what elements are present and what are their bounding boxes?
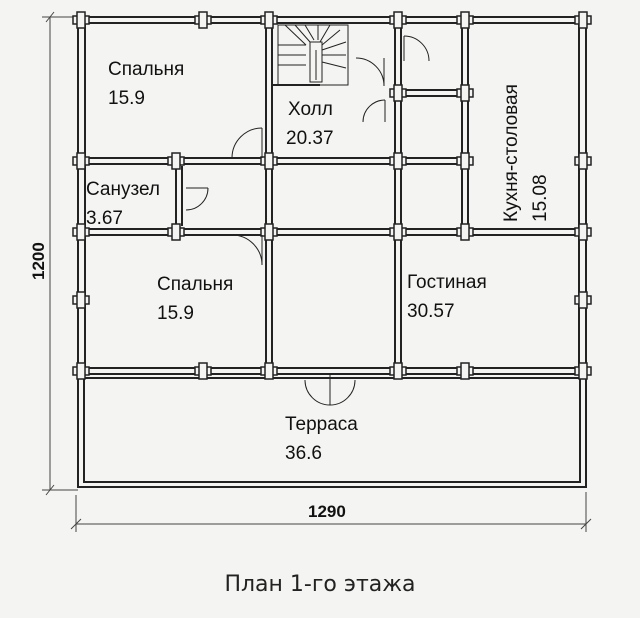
room-area-terrace: 36.6 xyxy=(285,443,322,464)
room-area-bathroom: 3.67 xyxy=(86,208,123,229)
wall-joint xyxy=(76,11,86,29)
wall-joint xyxy=(460,84,470,102)
wall-joint xyxy=(171,223,181,241)
wall-joint xyxy=(198,11,208,29)
wall-joint xyxy=(460,223,470,241)
wall-joint xyxy=(578,291,588,309)
walls xyxy=(77,16,587,488)
dimension-width-label: 1290 xyxy=(308,502,346,521)
room-name-bedroom-2: Спальня xyxy=(157,274,233,295)
room-area-hall: 20.37 xyxy=(286,128,334,149)
room-area-bedroom-1: 15.9 xyxy=(108,88,145,109)
wall-joint xyxy=(578,223,588,241)
room-labels: Спальня 15.9 Холл 20.37 Кухня-столовая 1… xyxy=(86,59,551,464)
wall-joint xyxy=(76,223,86,241)
room-name-bedroom-1: Спальня xyxy=(108,59,184,80)
room-area-bedroom-2: 15.9 xyxy=(157,303,194,324)
wall-joint xyxy=(76,291,86,309)
room-area-kitchen: 15.08 xyxy=(530,174,551,222)
wall-joint xyxy=(393,152,403,170)
wall-joint xyxy=(393,11,403,29)
room-name-terrace: Терраса xyxy=(285,414,358,435)
wall-joint xyxy=(264,362,274,380)
wall-joint xyxy=(393,362,403,380)
wall-joints xyxy=(72,11,592,380)
room-name-kitchen: Кухня-столовая xyxy=(501,84,522,222)
wall-joint xyxy=(264,152,274,170)
wall-joint xyxy=(460,11,470,29)
wall-joint xyxy=(393,84,403,102)
wall-joint xyxy=(460,362,470,380)
wall-joint xyxy=(393,223,403,241)
room-name-bathroom: Санузел xyxy=(86,179,160,200)
wall-joint xyxy=(171,152,181,170)
wall-joint xyxy=(264,223,274,241)
wall-joint xyxy=(76,152,86,170)
dimension-lines xyxy=(42,11,592,532)
wall-joint xyxy=(460,152,470,170)
wall-joint xyxy=(578,362,588,380)
wall-joint xyxy=(578,11,588,29)
door-swings xyxy=(185,35,430,406)
staircase xyxy=(277,24,349,86)
wall-joint xyxy=(76,362,86,380)
room-area-living: 30.57 xyxy=(407,301,455,322)
plan-caption: План 1-го этажа xyxy=(224,572,416,597)
wall-joint xyxy=(198,362,208,380)
room-name-hall: Холл xyxy=(288,99,333,120)
dimension-height-label: 1200 xyxy=(29,242,48,280)
room-name-living: Гостиная xyxy=(407,272,487,293)
wall-joint xyxy=(264,11,274,29)
wall-joint xyxy=(578,152,588,170)
